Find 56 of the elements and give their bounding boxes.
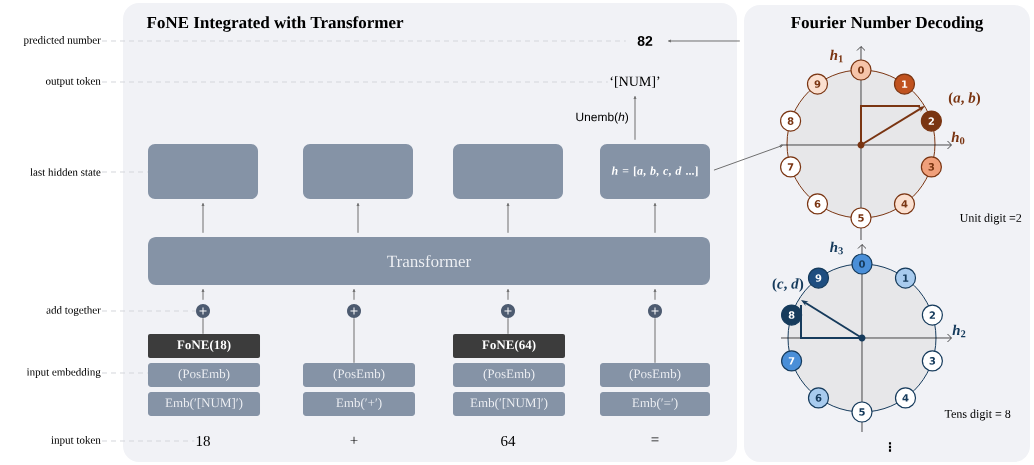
connector-line <box>353 317 355 364</box>
connector-line <box>654 317 656 364</box>
row-label: output token <box>45 77 101 87</box>
arrow <box>506 202 510 234</box>
input-token: 18 <box>196 435 210 447</box>
point-label: (a, b) <box>948 92 980 106</box>
input-token: 64 <box>501 435 516 446</box>
point-label: (c, d) <box>772 278 804 292</box>
arrow <box>653 202 657 234</box>
output-token: ‘[NUM]’ <box>610 76 660 88</box>
arrow <box>653 288 657 301</box>
axis-label: h$_{2}$ <box>952 324 966 338</box>
embedding-box: Emb(′[NUM]′) <box>148 392 260 416</box>
embedding-box: (PosEmb) <box>453 363 565 387</box>
plus-circle <box>648 304 662 318</box>
arrow <box>356 202 360 234</box>
fone-embedding-box: FoNE(18) <box>148 334 260 358</box>
hidden-state-box: h = [a, b, c, d ...] <box>600 144 710 199</box>
transformer-block: Transformer <box>148 237 710 285</box>
embedding-box: (PosEmb) <box>303 363 415 387</box>
axis-label: h$_{0}$ <box>951 131 965 145</box>
hidden-state-box <box>453 144 563 199</box>
arrow <box>201 288 205 301</box>
row-label: input token <box>51 436 101 446</box>
arrow <box>667 39 741 43</box>
arrow <box>713 144 784 171</box>
row-label: add together <box>46 306 101 316</box>
hidden-state-box <box>148 144 258 199</box>
plus-circle <box>196 304 210 318</box>
row-label: last hidden state <box>30 168 101 176</box>
edge-label: Unemb(h) <box>574 111 630 125</box>
embedding-box: Emb(′[NUM]′) <box>453 392 565 416</box>
plus-circle <box>501 304 515 318</box>
embedding-box: Emb(′=′) <box>600 392 710 416</box>
plus-circle <box>347 304 361 318</box>
input-token: + <box>350 436 358 444</box>
connector-line <box>202 317 204 335</box>
embedding-box: (PosEmb) <box>600 363 710 387</box>
predicted-number: 82 <box>637 36 653 46</box>
row-label: predicted number <box>23 36 101 46</box>
row-label: input embedding <box>26 368 101 378</box>
arrow <box>633 95 637 141</box>
arrow <box>506 288 510 301</box>
fone-embedding-box: FoNE(64) <box>453 334 565 358</box>
connector-line <box>507 317 509 335</box>
arrow <box>352 288 356 301</box>
digit-caption: Tens digit = 8 <box>944 409 1011 421</box>
input-token: = <box>651 437 659 442</box>
digit-caption: Unit digit =2 <box>959 213 1022 225</box>
axis-label: h$_{1}$ <box>830 49 843 63</box>
ellipsis: ⋮ <box>888 442 892 452</box>
arrow <box>201 202 205 234</box>
embedding-box: (PosEmb) <box>148 363 260 387</box>
hidden-state-box <box>303 144 413 199</box>
axis-label: h$_{3}$ <box>830 241 843 255</box>
embedding-box: Emb(′+′) <box>303 392 415 416</box>
